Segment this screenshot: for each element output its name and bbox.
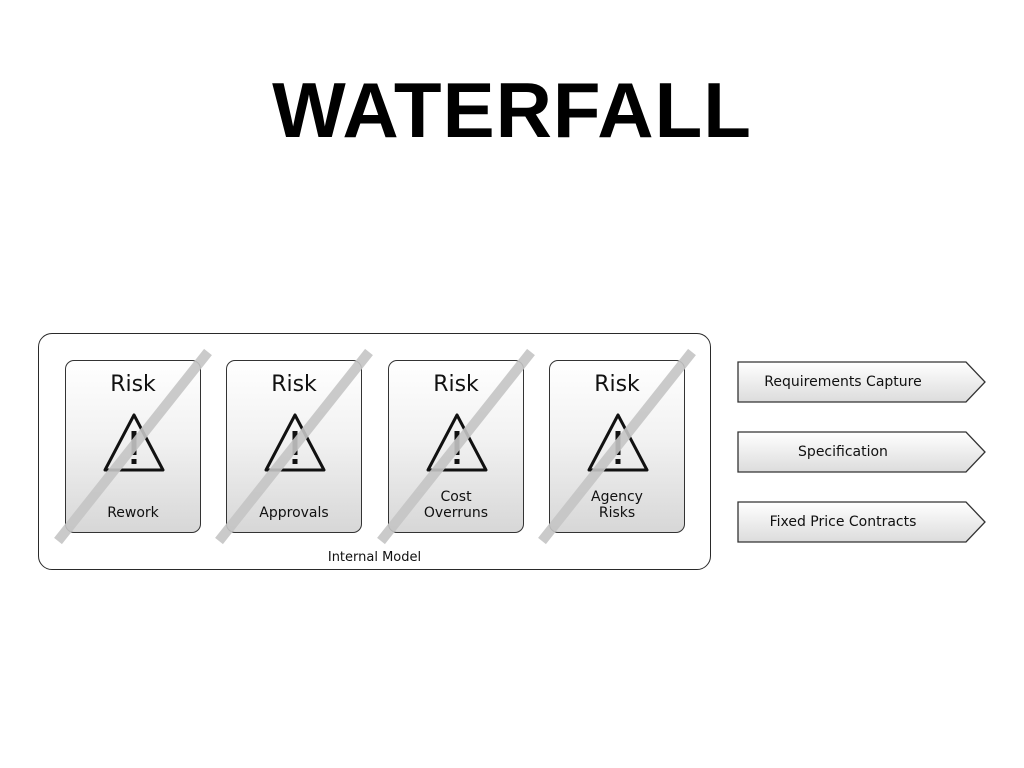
page-title: WATERFALL xyxy=(272,66,752,154)
process-step-label: Fixed Price Contracts xyxy=(769,514,917,530)
risk-heading: Risk xyxy=(271,372,317,397)
risk-card-approvals: Risk Approvals xyxy=(226,360,362,533)
risk-heading: Risk xyxy=(594,372,640,397)
risk-heading: Risk xyxy=(110,372,156,397)
process-step-specification: Specification xyxy=(737,431,987,473)
warning-icon xyxy=(587,413,649,472)
process-step-fixed-price-contracts: Fixed Price Contracts xyxy=(737,501,987,543)
arrow-shape xyxy=(737,431,986,473)
arrow-shape xyxy=(737,501,986,543)
process-step-requirements-capture: Requirements Capture xyxy=(737,361,987,403)
risk-label: Approvals xyxy=(259,505,329,521)
risk-card-rework: Risk Rework xyxy=(65,360,201,533)
internal-model-label: Internal Model xyxy=(327,550,422,565)
warning-icon xyxy=(103,413,165,472)
risk-heading: Risk xyxy=(433,372,479,397)
warning-icon xyxy=(426,413,488,472)
arrow-shape xyxy=(737,361,986,403)
risk-label: Cost Overruns xyxy=(423,489,489,521)
process-step-label: Specification xyxy=(798,444,888,460)
risk-label: Agency Risks xyxy=(591,489,643,521)
process-step-label: Requirements Capture xyxy=(764,374,922,390)
risk-card-agency-risks: Risk Agency Risks xyxy=(549,360,685,533)
risk-card-cost-overruns: Risk Cost Overruns xyxy=(388,360,524,533)
warning-icon xyxy=(264,413,326,472)
internal-model-box: Risk Rework Risk Approvals Risk Cost Ove… xyxy=(38,333,711,570)
risk-label: Rework xyxy=(107,505,159,521)
